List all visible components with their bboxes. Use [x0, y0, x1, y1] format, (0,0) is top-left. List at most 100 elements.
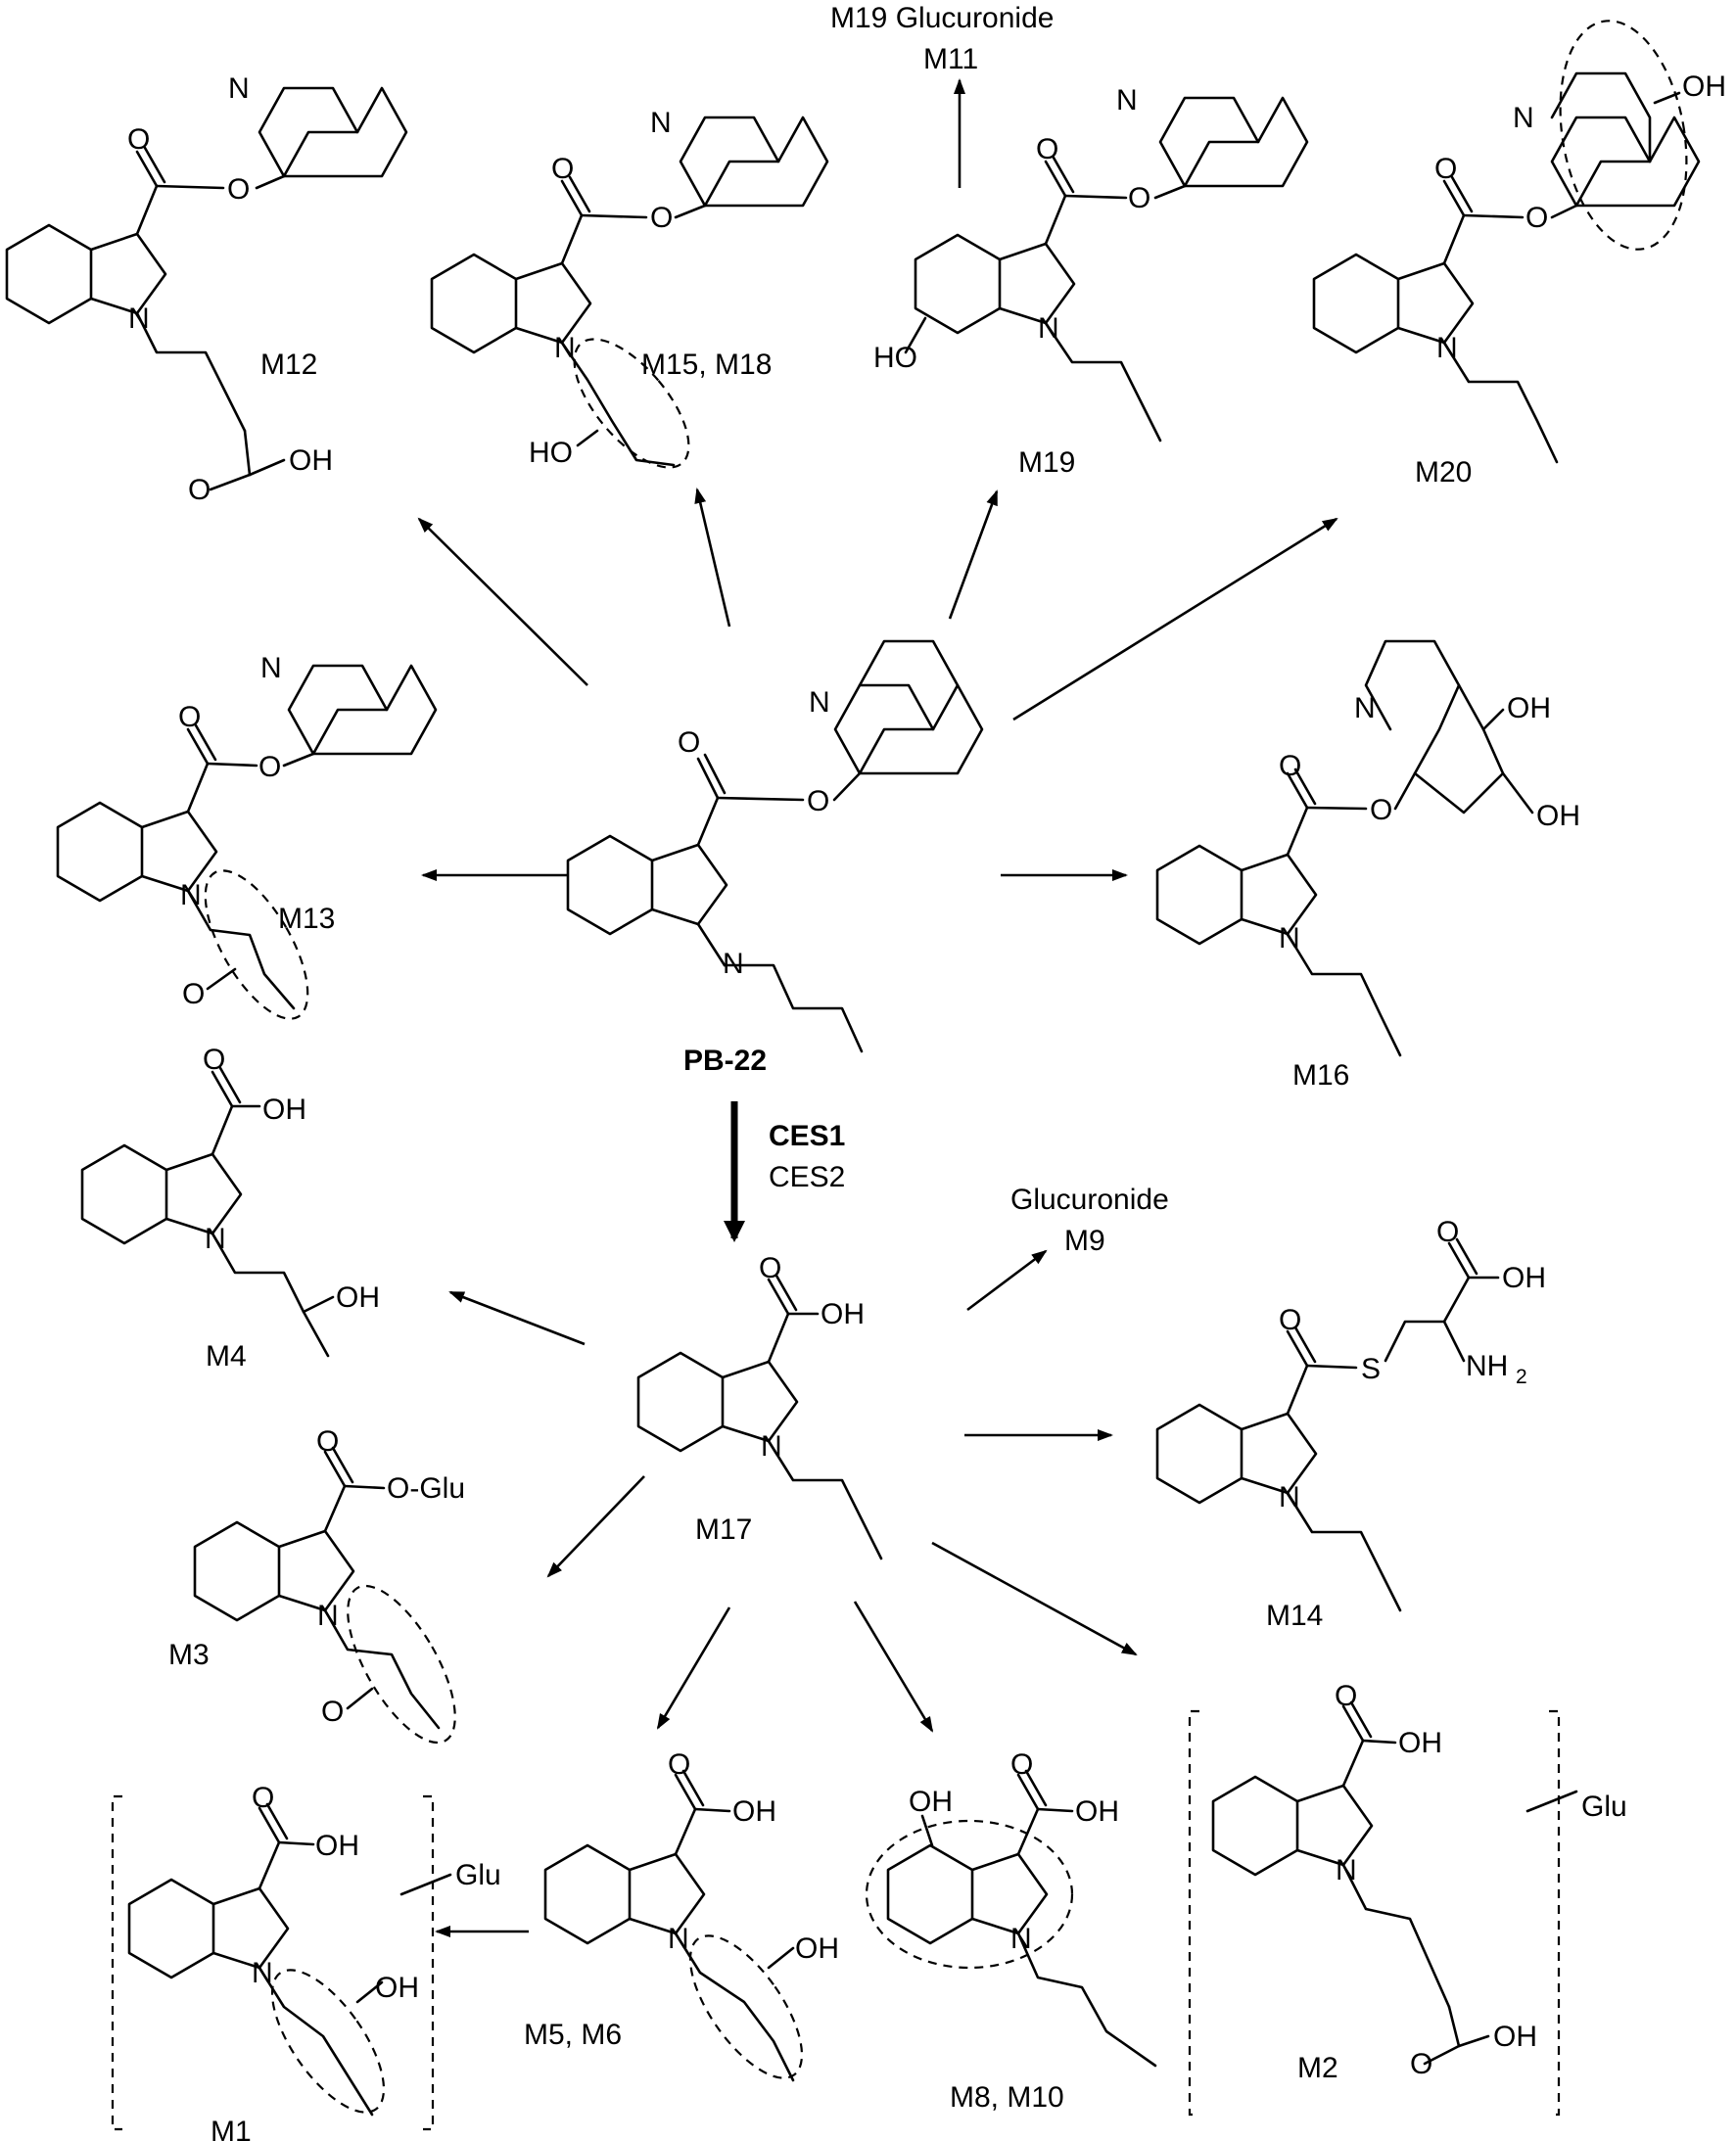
atom-oh: OH — [375, 1972, 419, 2004]
label-m2: M2 — [1297, 2052, 1338, 2084]
atom-oh: OH — [1507, 692, 1551, 724]
label-m1: M1 — [211, 2116, 252, 2141]
label-m16: M16 — [1292, 1059, 1349, 1092]
label-m17: M17 — [695, 1513, 752, 1546]
structure-m3: O O-Glu N O M3 — [168, 1425, 465, 1745]
atom-o: O — [178, 701, 201, 733]
atom-o: O — [1410, 2048, 1432, 2080]
arrow-to-m3 — [546, 1475, 645, 1578]
atom-oh: OH — [795, 1932, 839, 1965]
atom-oh: OH — [732, 1795, 776, 1828]
label-pb22: PB-22 — [683, 1045, 767, 1077]
atom-ho: HO — [529, 437, 573, 469]
arrow-to-m12 — [417, 517, 588, 686]
structure-m16: N O O OH OH N M16 — [1155, 639, 1580, 1092]
atom-n: N — [260, 652, 282, 684]
atom-o: O — [1279, 1304, 1301, 1336]
label-glucuronide: Glucuronide — [1010, 1184, 1169, 1216]
atom-oh: OH — [262, 1094, 306, 1126]
atom-o: O — [1370, 794, 1392, 826]
atom-o: O — [1279, 750, 1301, 782]
atom-n: N — [723, 948, 744, 980]
atom-oh: OH — [1502, 1262, 1546, 1294]
structure-m19: N O O N HO M19 M19 Glucuronide M11 — [830, 2, 1309, 479]
arrow-to-m15 — [694, 488, 731, 628]
structure-m8-m10: OH O OH N M8, M10 — [865, 1748, 1157, 2114]
atom-oh: OH — [821, 1298, 865, 1330]
atom-oh: OH — [1075, 1795, 1119, 1828]
structure-m5-m6: O OH N OH M5, M6 — [524, 1748, 839, 2082]
atom-o: O — [258, 751, 281, 783]
atom-n: N — [809, 686, 830, 719]
atom-n: N — [180, 879, 202, 911]
label-m9: M9 — [1064, 1225, 1105, 1257]
label-m20: M20 — [1415, 456, 1472, 489]
atom-o: O — [252, 1782, 274, 1814]
label-m19-glucuronide: M19 Glucuronide — [830, 2, 1054, 34]
label-m11: M11 — [923, 43, 978, 75]
structure-m13: N O O N O M13 — [56, 652, 438, 1020]
label-m15-m18: M15, M18 — [641, 349, 772, 381]
atom-o: O — [759, 1252, 781, 1284]
structure-m4: O OH N OH M4 — [80, 1044, 380, 1373]
atom-o: O — [1436, 1216, 1459, 1248]
atom-oh: OH — [909, 1786, 953, 1818]
atom-o: O — [1525, 202, 1548, 234]
label-m14: M14 — [1266, 1600, 1323, 1632]
structure-pb22: N O O N PB-22 — [566, 639, 984, 1077]
structure-m15-m18: N O O N HO M15, M18 — [430, 107, 829, 469]
structure-m17: O OH N M17 — [636, 1252, 883, 1560]
atom-n: N — [1279, 1481, 1300, 1513]
label-m3: M3 — [168, 1639, 210, 1671]
atom-o: O — [650, 202, 673, 234]
atom-o: O — [203, 1044, 225, 1076]
atom-n: N — [1354, 692, 1376, 724]
atom-oh: OH — [289, 444, 333, 477]
arrow-to-m2 — [931, 1541, 1138, 1656]
atom-n: N — [1336, 1854, 1357, 1886]
atom-o: O — [321, 1696, 344, 1728]
atom-o: O — [127, 123, 150, 156]
atom-oh: OH — [1398, 1727, 1442, 1759]
arrow-to-m5 — [656, 1606, 731, 1730]
arrow-to-m19 — [948, 489, 999, 620]
structure-m14: O S O OH NH 2 N M14 — [1155, 1216, 1546, 1632]
label-m13: M13 — [278, 903, 335, 935]
arrow-to-m4 — [448, 1290, 586, 1346]
label-m4: M4 — [206, 1340, 247, 1373]
atom-o: O — [227, 173, 250, 206]
atom-n: N — [554, 332, 576, 364]
atom-n: N — [761, 1430, 782, 1463]
atom-n: N — [650, 107, 672, 139]
reaction-arrows — [417, 78, 1338, 1937]
atom-o: O — [182, 978, 205, 1010]
atom-n: N — [252, 1957, 273, 1989]
atom-n: N — [1116, 84, 1138, 116]
atom-n: N — [1038, 312, 1059, 345]
atom-o: O — [1036, 133, 1058, 165]
structure-m20: N O O N OH M20 — [1312, 20, 1726, 489]
atom-o-glu: O-Glu — [387, 1472, 465, 1505]
arrow-to-m20 — [1012, 517, 1338, 721]
label-ces2: CES2 — [769, 1161, 845, 1193]
atom-oh: OH — [315, 1830, 359, 1862]
atom-glu: Glu — [455, 1859, 501, 1891]
atom-n: N — [228, 72, 250, 105]
structure-m2: O OH N O OH Glu M2 — [1188, 1680, 1627, 2117]
atom-nh2: NH — [1466, 1350, 1508, 1382]
label-m8-m10: M8, M10 — [950, 2081, 1064, 2114]
atom-oh: OH — [1493, 2021, 1537, 2053]
atom-s: S — [1361, 1353, 1381, 1385]
atom-o: O — [1434, 153, 1457, 185]
atom-o: O — [807, 785, 829, 817]
atom-o: O — [1335, 1680, 1357, 1712]
label-ces1: CES1 — [769, 1120, 845, 1152]
structure-m12: N O O N O OH M12 — [5, 72, 408, 506]
atom-n: N — [1513, 102, 1534, 134]
atom-o: O — [1128, 182, 1150, 214]
atom-n: N — [1279, 922, 1300, 954]
atom-o: O — [668, 1748, 690, 1781]
atom-oh: OH — [1536, 800, 1580, 832]
atom-o: O — [551, 153, 574, 185]
